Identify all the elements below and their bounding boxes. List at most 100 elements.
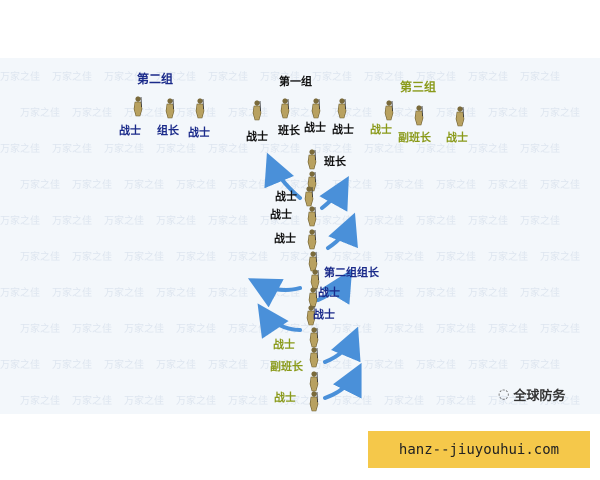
- watermark-text: 万家之佳: [72, 108, 112, 119]
- second-group-leader: 组长: [157, 124, 179, 137]
- watermark-text: 万家之佳: [208, 360, 248, 371]
- url-banner: hanz--jiuyouhui.com: [368, 431, 590, 468]
- watermark-text: 万家之佳: [72, 324, 112, 335]
- first-group-soldier-2: 战士: [304, 121, 326, 134]
- watermark-text: 万家之佳: [540, 396, 580, 407]
- soldier-figure-icon: [309, 371, 319, 392]
- watermark-text: 万家之佳: [156, 72, 196, 83]
- watermark-text: 万家之佳: [312, 360, 352, 371]
- watermark-text: 万家之佳: [104, 288, 144, 299]
- column-squad-leader: 班长: [324, 155, 346, 168]
- soldier-figure-icon: [280, 98, 290, 119]
- watermark-text: 万家之佳: [260, 216, 300, 227]
- watermark-text: 万家之佳: [280, 252, 320, 263]
- watermark-text: 万家之佳: [520, 360, 560, 371]
- arrow-up-right-5: [323, 362, 362, 400]
- third-group-soldier-left: 战士: [370, 123, 392, 136]
- watermark-text: 万家之佳: [52, 360, 92, 371]
- watermark-text: 万家之佳: [488, 108, 528, 119]
- watermark-text: 万家之佳: [0, 72, 40, 83]
- watermark-text: 万家之佳: [520, 144, 560, 155]
- watermark-text: 万家之佳: [280, 108, 320, 119]
- column-soldier-last: 战士: [274, 391, 296, 404]
- watermark-text: 万家之佳: [436, 252, 476, 263]
- soldier-figure-icon: [252, 100, 262, 121]
- watermark-text: 万家之佳: [104, 144, 144, 155]
- watermark-text: 万家之佳: [332, 180, 372, 191]
- watermark-text: 万家之佳: [228, 108, 268, 119]
- column-second-group-leader: 第二组组长: [324, 266, 379, 279]
- column-soldier-6: 战士: [273, 338, 295, 351]
- arrow-up-right-2: [326, 212, 358, 250]
- third-group-title: 第三组: [400, 80, 437, 94]
- watermark-text: 万家之佳: [436, 180, 476, 191]
- watermark-text: 万家之佳: [312, 144, 352, 155]
- watermark-text: 万家之佳: [20, 180, 60, 191]
- watermark-text: 万家之佳: [364, 144, 404, 155]
- formation-diagram: 万家之佳万家之佳万家之佳万家之佳万家之佳万家之佳万家之佳万家之佳万家之佳万家之佳…: [0, 58, 600, 414]
- watermark-text: 万家之佳: [280, 180, 320, 191]
- watermark-text: 万家之佳: [332, 252, 372, 263]
- soldier-figure-icon: [455, 106, 465, 127]
- watermark-text: 万家之佳: [468, 72, 508, 83]
- watermark-row: 万家之佳万家之佳万家之佳万家之佳万家之佳万家之佳万家之佳万家之佳万家之佳万家之佳…: [0, 176, 600, 191]
- watermark-text: 万家之佳: [124, 180, 164, 191]
- watermark-text: 万家之佳: [416, 360, 456, 371]
- soldier-figure-icon: [308, 287, 318, 308]
- brand-text: 全球防务: [513, 389, 566, 404]
- watermark-text: 万家之佳: [384, 180, 424, 191]
- arrow-up-left: [264, 152, 302, 200]
- second-group-title: 第二组: [137, 72, 174, 86]
- watermark-text: 万家之佳: [156, 144, 196, 155]
- watermark-text: 万家之佳: [208, 72, 248, 83]
- watermark-text: 万家之佳: [176, 396, 216, 407]
- soldier-figure-icon: [414, 105, 424, 126]
- watermark-text: 万家之佳: [52, 288, 92, 299]
- watermark-text: 万家之佳: [20, 252, 60, 263]
- watermark-text: 万家之佳: [520, 216, 560, 227]
- watermark-text: 万家之佳: [468, 360, 508, 371]
- watermark-text: 万家之佳: [468, 216, 508, 227]
- watermark-text: 万家之佳: [208, 144, 248, 155]
- soldier-figure-icon: [310, 269, 320, 290]
- arrow-up-right-3: [316, 269, 353, 305]
- watermark-row: 万家之佳万家之佳万家之佳万家之佳万家之佳万家之佳万家之佳万家之佳万家之佳万家之佳…: [0, 392, 600, 407]
- watermark-text: 万家之佳: [176, 108, 216, 119]
- watermark-text: 万家之佳: [124, 108, 164, 119]
- watermark-row: 万家之佳万家之佳万家之佳万家之佳万家之佳万家之佳万家之佳万家之佳万家之佳万家之佳…: [0, 68, 600, 83]
- watermark-text: 万家之佳: [384, 396, 424, 407]
- soldier-figure-icon: [304, 186, 314, 207]
- watermark-text: 万家之佳: [0, 144, 40, 155]
- first-group-soldier-1: 战士: [246, 130, 268, 143]
- watermark-text: 万家之佳: [332, 108, 372, 119]
- soldier-figure-icon: [309, 347, 319, 368]
- watermark-text: 万家之佳: [124, 252, 164, 263]
- watermark-text: 万家之佳: [416, 216, 456, 227]
- column-soldier-5: 战士: [313, 308, 335, 321]
- watermark-row: 万家之佳万家之佳万家之佳万家之佳万家之佳万家之佳万家之佳万家之佳万家之佳万家之佳…: [0, 104, 600, 119]
- watermark-text: 万家之佳: [488, 180, 528, 191]
- watermark-text: 万家之佳: [228, 396, 268, 407]
- watermark-text: 万家之佳: [176, 180, 216, 191]
- soldier-figure-icon: [309, 327, 319, 348]
- second-group-soldier-left: 战士: [119, 124, 141, 137]
- watermark-text: 万家之佳: [260, 144, 300, 155]
- third-group-soldier-right: 战士: [446, 131, 468, 144]
- soldier-figure-icon: [306, 305, 316, 326]
- soldier-figure-icon: [133, 96, 143, 117]
- watermark-text: 万家之佳: [436, 324, 476, 335]
- watermark-text: 万家之佳: [208, 216, 248, 227]
- watermark-text: 万家之佳: [416, 288, 456, 299]
- watermark-text: 万家之佳: [52, 144, 92, 155]
- watermark-text: 万家之佳: [20, 324, 60, 335]
- watermark-text: 万家之佳: [364, 360, 404, 371]
- watermark-text: 万家之佳: [0, 288, 40, 299]
- soldier-figure-icon: [307, 206, 317, 227]
- watermark-text: 万家之佳: [436, 108, 476, 119]
- watermark-text: 万家之佳: [280, 396, 320, 407]
- column-soldier-3: 战士: [274, 232, 296, 245]
- soldier-figure-icon: [311, 98, 321, 119]
- watermark-text: 万家之佳: [260, 360, 300, 371]
- watermark-text: 万家之佳: [384, 252, 424, 263]
